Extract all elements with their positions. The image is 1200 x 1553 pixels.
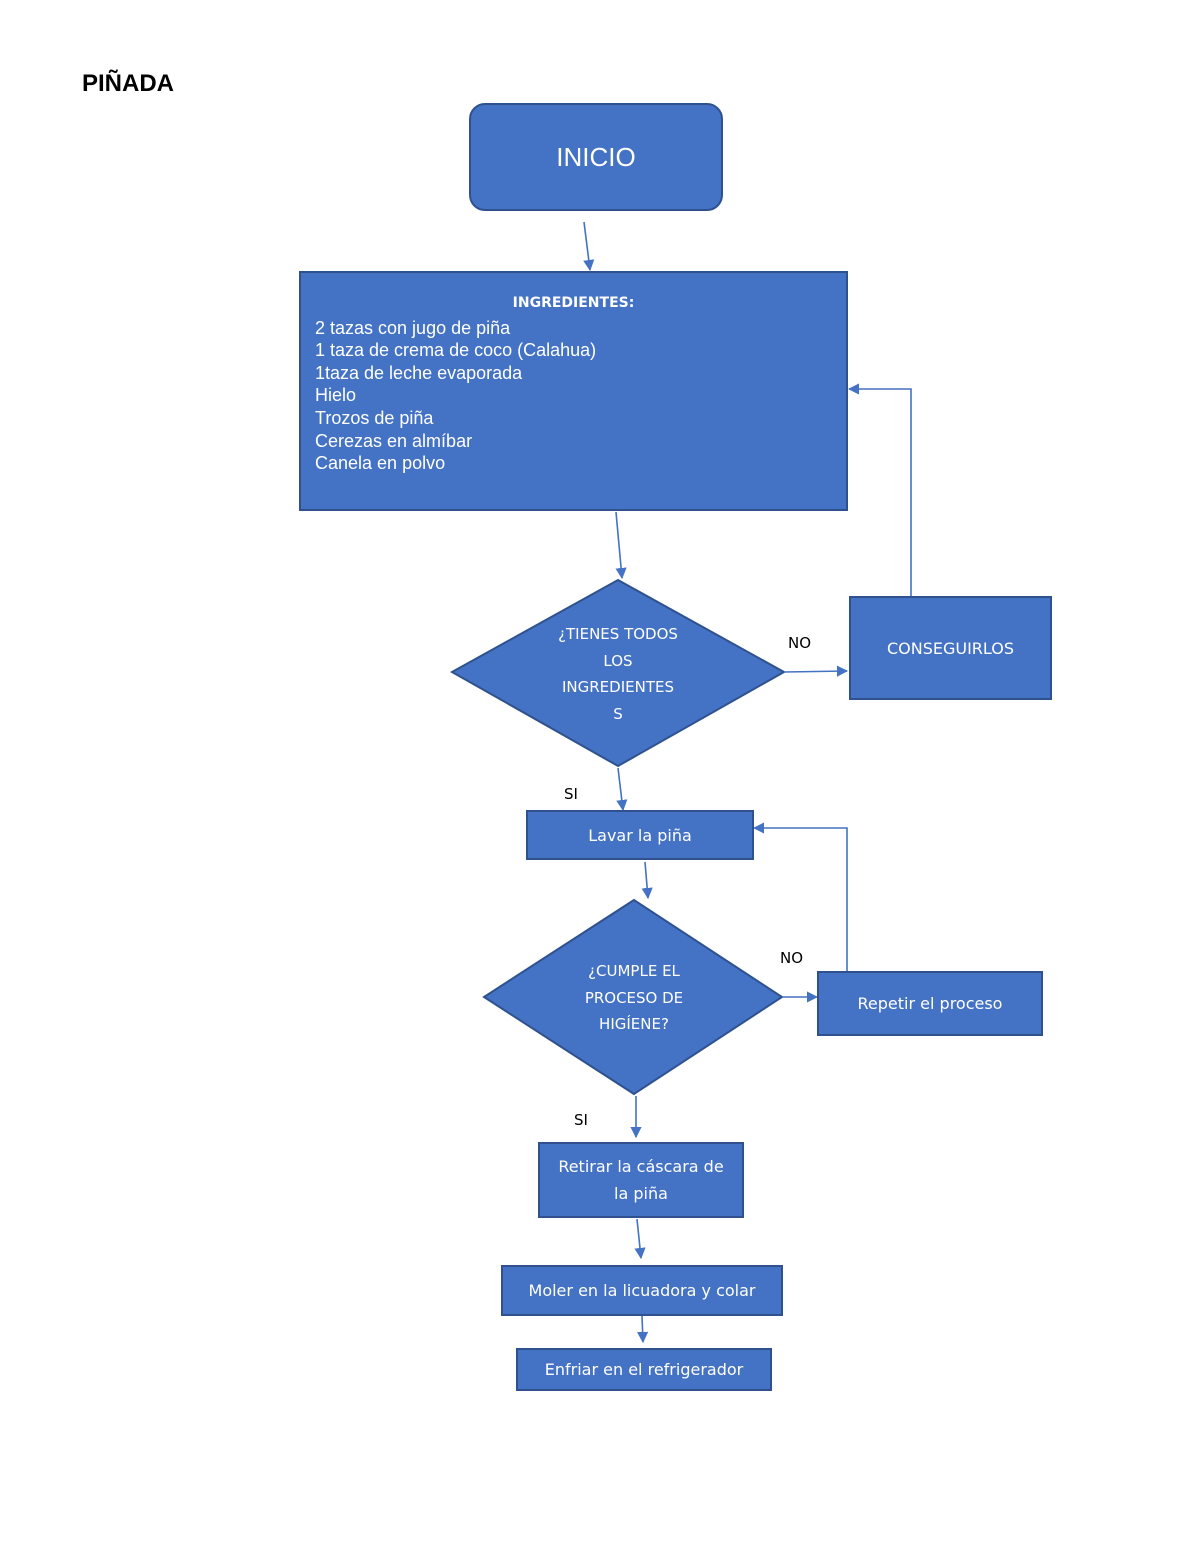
connector-peel-to-blend (634, 1218, 646, 1260)
branch-label-si: SI (574, 1111, 588, 1129)
decision-hygiene-line: PROCESO DE (584, 988, 684, 1007)
connector-repeat-to-wash (752, 822, 848, 971)
ingredient-item: Cerezas en almíbar (315, 430, 473, 451)
ingredient-item: Hielo (315, 385, 357, 406)
decision-ingredients-line: ¿TIENES TODOS (558, 625, 678, 643)
decision-hygiene-line: ¿CUMPLE EL (588, 962, 680, 980)
connector-decision-to-wash (616, 767, 628, 812)
connector-blend-to-chill (637, 1315, 649, 1344)
decision-hygiene-line: HIGÍENE? (599, 1015, 669, 1033)
ingredient-item: 1 taza de crema de coco (Calahua) (315, 340, 597, 361)
ingredients-heading: INGREDIENTES: (512, 295, 635, 311)
page-title: PIÑADA (82, 70, 175, 97)
start-node: INICIO (469, 103, 723, 211)
ingredients-box: INGREDIENTES: 2 tazas con jugo de piña 1… (299, 271, 848, 511)
ingredient-item: 2 tazas con jugo de piña (315, 317, 511, 338)
branch-label-si: SI (564, 785, 578, 803)
chill-box: Enfriar en el refrigerador (516, 1348, 772, 1391)
blend-box: Moler en la licuadora y colar (501, 1265, 783, 1316)
branch-label-no: NO (788, 634, 812, 652)
decision-hygiene-text: ¿CUMPLE EL PROCESO DE HIGÍENE? (544, 958, 724, 1038)
ingredient-item: Canela en polvo (315, 453, 446, 474)
connector-decision-to-get (783, 665, 849, 677)
get-ingredients-box: CONSEGUIRLOS (849, 596, 1052, 700)
decision-ingredients-line: INGREDIENTES (561, 678, 674, 696)
decision-ingredients-line: LOS (603, 651, 633, 670)
decision-ingredients-line: S (613, 704, 623, 723)
wash-box: Lavar la piña (526, 810, 754, 860)
peel-box: Retirar la cáscara de la piña (538, 1142, 744, 1218)
decision-hygiene-shape (482, 898, 784, 1096)
decision-ingredients-shape (449, 578, 787, 768)
ingredient-item: 1taza de leche evaporada (315, 362, 523, 383)
connector-get-to-ingredients (847, 383, 912, 596)
branch-label-no: NO (780, 949, 804, 967)
connector-ingredients-to-decision (615, 511, 627, 580)
decision-ingredients-text: ¿TIENES TODOS LOS INGREDIENTES S (528, 621, 708, 727)
connector-start-to-ingredients (583, 221, 595, 272)
repeat-process-box: Repetir el proceso (817, 971, 1043, 1036)
connector-wash-to-hygiene (641, 861, 653, 900)
ingredient-item: Trozos de piña (315, 407, 434, 428)
